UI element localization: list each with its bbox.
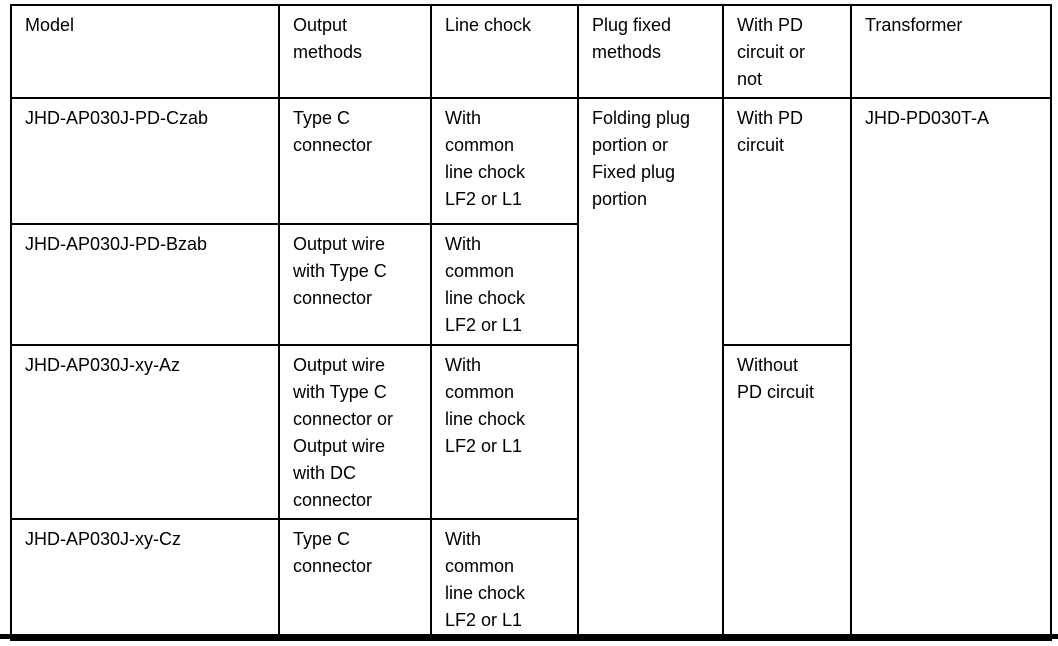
cell-plug-fixed-methods: Folding plug portion or Fixed plug porti… bbox=[577, 97, 724, 641]
header-cell-output-methods: Output methods bbox=[278, 4, 432, 99]
header-cell-line-chock: Line chock bbox=[430, 4, 579, 99]
table-header-row: Model Output methods Line chock Plug fix… bbox=[10, 4, 1052, 99]
cell-output-method: Type C connector bbox=[278, 97, 432, 225]
cell-output-method: Type C connector bbox=[278, 518, 432, 641]
cell-without-pd-circuit: Without PD circuit bbox=[722, 344, 852, 641]
cell-model: JHD-AP030J-PD-Czab bbox=[10, 97, 280, 225]
cell-output-method: Output wire with Type C connector bbox=[278, 223, 432, 346]
table-row: JHD-AP030J-PD-Bzab Output wire with Type… bbox=[10, 223, 1051, 346]
cell-line-chock: With common line chock LF2 or L1 bbox=[430, 97, 579, 225]
header-cell-plug-fixed-methods: Plug fixed methods bbox=[577, 4, 724, 99]
cell-line-chock: With common line chock LF2 or L1 bbox=[430, 344, 579, 520]
cell-model: JHD-AP030J-xy-Cz bbox=[10, 518, 280, 641]
model-spec-table: Model Output methods Line chock Plug fix… bbox=[10, 4, 1052, 641]
cell-line-chock: With common line chock LF2 or L1 bbox=[430, 518, 579, 641]
cell-model: JHD-AP030J-xy-Az bbox=[10, 344, 280, 520]
header-cell-model: Model bbox=[10, 4, 280, 99]
header-cell-transformer: Transformer bbox=[850, 4, 1052, 99]
table-row: JHD-AP030J-xy-Cz Type C connector With c… bbox=[10, 518, 1051, 641]
header-cell-pd-circuit: With PD circuit or not bbox=[722, 4, 852, 99]
cell-transformer: JHD-PD030T-A bbox=[850, 97, 1052, 641]
cell-output-method: Output wire with Type C connector or Out… bbox=[278, 344, 432, 520]
table-row: JHD-AP030J-PD-Czab Type C connector With… bbox=[10, 97, 1052, 641]
bottom-rule bbox=[0, 634, 1058, 639]
table-row: JHD-AP030J-xy-Az Output wire with Type C… bbox=[10, 344, 1051, 641]
cell-model: JHD-AP030J-PD-Bzab bbox=[10, 223, 280, 346]
cell-line-chock: With common line chock LF2 or L1 bbox=[430, 223, 579, 346]
cell-with-pd-circuit: With PD circuit bbox=[722, 97, 852, 346]
